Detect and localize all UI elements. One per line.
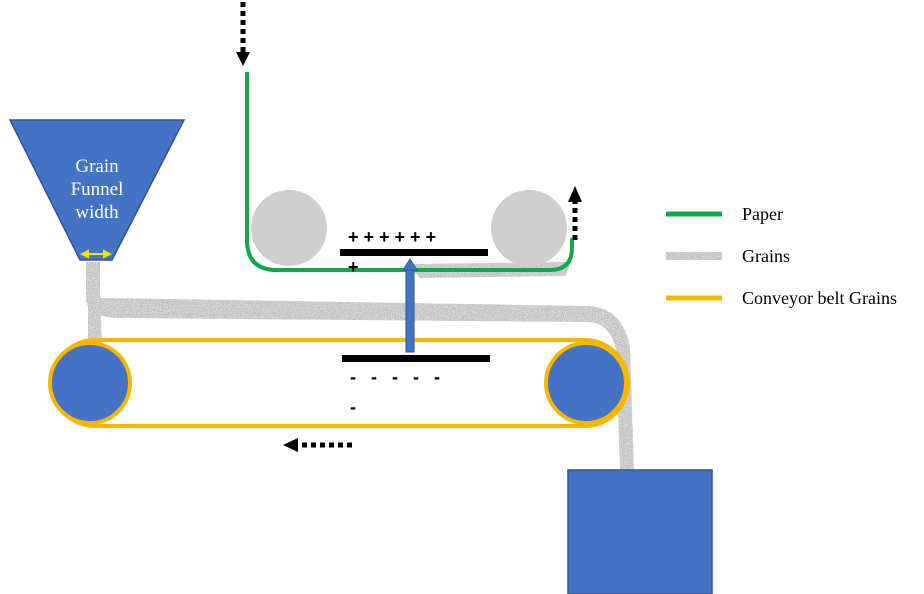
funnel-width-arrow xyxy=(79,249,113,259)
legend: Paper Grains Conveyor belt Grains xyxy=(666,204,897,308)
lower-electrode xyxy=(342,355,490,362)
funnel-label-line-1: Grain xyxy=(75,156,119,177)
funnel-label-line-3: width xyxy=(75,202,119,223)
field-arrow xyxy=(402,258,418,353)
conveyor-roller-right xyxy=(544,341,628,425)
legend-label-belt: Conveyor belt Grains xyxy=(742,288,897,308)
paper-in-arrow xyxy=(236,2,250,66)
conveyor-belt xyxy=(48,338,630,428)
conveyor-roller-left xyxy=(48,341,132,425)
negative-charge-single: - xyxy=(350,397,356,417)
positive-charge-single: + xyxy=(348,257,359,277)
negative-charges-row: - - - - - xyxy=(350,367,440,387)
legend-swatch-grains xyxy=(666,252,722,260)
collection-bin xyxy=(567,469,713,594)
grain-funnel: Grain Funnel width xyxy=(8,119,186,261)
legend-label-grains: Grains xyxy=(742,246,790,266)
positive-charges-row: + + + + + + xyxy=(348,227,436,247)
paper-path xyxy=(245,72,574,272)
belt-direction-arrow xyxy=(283,438,352,452)
paper-roller-left xyxy=(251,190,327,266)
upper-electrode xyxy=(340,249,488,256)
funnel-label-line-2: Funnel xyxy=(71,179,124,200)
paper-roller-right xyxy=(491,190,567,266)
paper-out-arrow xyxy=(568,186,582,240)
legend-label-paper: Paper xyxy=(742,204,783,224)
